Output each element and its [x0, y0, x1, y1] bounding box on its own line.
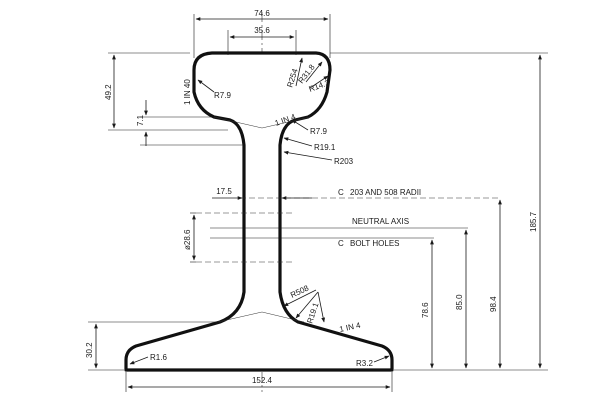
head-side-radius-leader	[197, 79, 215, 93]
head-underside-slope-line-right	[261, 116, 311, 129]
r3-2-label: R3.2	[356, 359, 373, 368]
fillet-small-radius-leader	[291, 119, 309, 131]
neutral-axis-height-label: 85.0	[455, 294, 464, 310]
r19-1-upper-label: R19.1	[314, 143, 336, 152]
r19-1-lower-leader-b	[317, 291, 326, 323]
bolt-hole-diameter-label: ø28.6	[183, 229, 192, 250]
r19-1-upper-leader	[283, 137, 313, 147]
head-underside-slope-line-left	[213, 116, 263, 129]
web-thickness-label: 17.5	[216, 187, 232, 196]
r19-1-lower-leader-a	[295, 291, 319, 319]
head-top-width-label: 35.6	[254, 26, 270, 35]
r508-label: R508	[289, 283, 311, 299]
base-thickness-label: 30.2	[85, 342, 94, 358]
r1-6-leader	[129, 356, 149, 365]
head-lip-label: 7.1	[136, 114, 145, 126]
r14-3-leader	[309, 75, 329, 89]
r3-2-leader	[373, 355, 390, 363]
bolt-hole-height-label: 78.6	[421, 302, 430, 318]
r203-label: R203	[334, 157, 354, 166]
r1-6-label: R1.6	[150, 353, 167, 362]
bolt-holes-callout: BOLT HOLES	[350, 239, 400, 248]
fillet-small-radius-label: R7.9	[310, 127, 327, 136]
head-depth-label: 49.2	[104, 84, 113, 100]
head-width-label: 74.6	[254, 9, 270, 18]
bolt-holes-centerline-symbol: C	[338, 239, 344, 248]
head-side-radius-label: R7.9	[214, 91, 231, 100]
neutral-axis-callout: NEUTRAL AXIS	[352, 217, 409, 226]
base-slope-line-right	[261, 311, 305, 323]
radii-center-callout: 203 AND 508 RADII	[350, 188, 421, 197]
r508-leader	[283, 289, 317, 307]
r254-leader	[295, 57, 303, 87]
rail-profile-outline	[124, 51, 394, 372]
base-width-label: 152.4	[252, 376, 273, 385]
base-slope-line-left	[217, 311, 263, 323]
r31-8-leader	[305, 61, 323, 83]
radii-center-height-label: 98.4	[489, 296, 498, 312]
head-slope-label: 1 IN 40	[183, 79, 192, 105]
r203-leader	[283, 150, 333, 161]
total-height-label: 185.7	[529, 211, 538, 232]
radii-center-centerline-symbol: C	[338, 188, 344, 197]
base-slope-label: 1 IN 4	[339, 321, 362, 334]
